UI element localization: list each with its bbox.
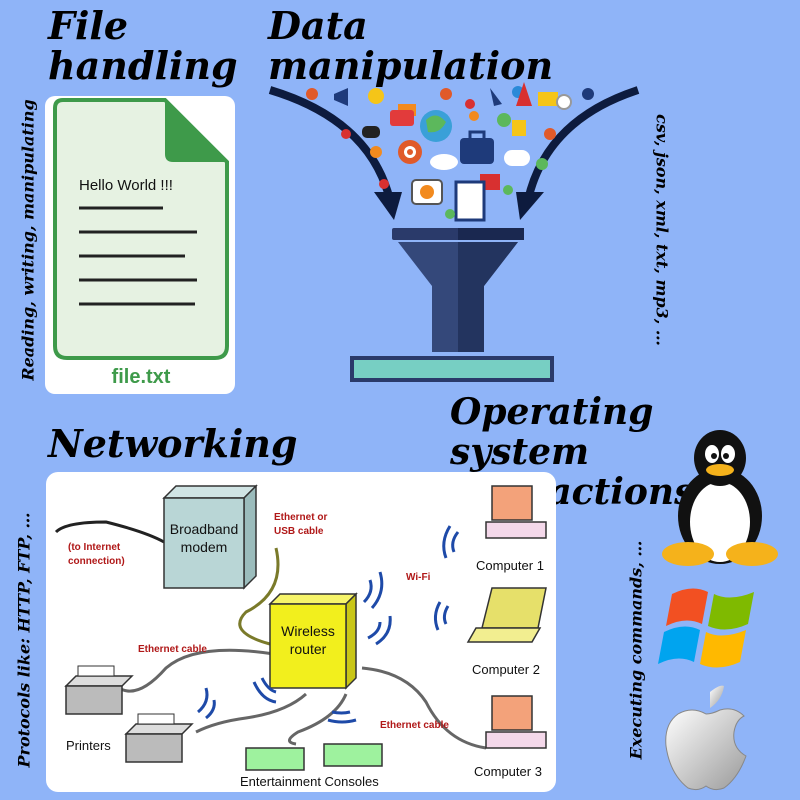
data-icons-cloud — [306, 82, 594, 222]
consoles-label: Entertainment Consoles — [240, 774, 379, 789]
windows-logo-icon — [658, 588, 754, 668]
arrow-left — [268, 86, 394, 201]
broadband-modem: Broadband modem — [162, 484, 258, 590]
side-label-commands: Executing commands, … — [626, 540, 646, 760]
internet-note-line: (to Internet — [68, 542, 121, 553]
title-line: handling — [48, 43, 238, 88]
internet-note-line: connection) — [68, 556, 125, 567]
router-label-line: router — [290, 641, 327, 657]
side-label-reading: Reading, writing, manipulating — [18, 99, 38, 381]
file-name: file.txt — [112, 366, 171, 388]
computer-2-label: Computer 2 — [472, 662, 540, 677]
network-cables — [54, 520, 487, 750]
computer-1-label: Computer 1 — [476, 558, 544, 573]
entertainment-consoles — [245, 743, 383, 771]
file-icon: Hello World !!! file.txt — [53, 98, 229, 388]
title-line: File — [48, 3, 129, 48]
printers — [64, 665, 194, 763]
title-line: Networking — [48, 421, 298, 466]
arrow-right — [524, 86, 640, 201]
apple-logo-icon — [665, 685, 747, 791]
funnel — [350, 228, 554, 382]
modem-label-line: modem — [181, 539, 228, 555]
file-text-lines — [79, 206, 197, 306]
modem-label-line: Broadband — [170, 521, 239, 537]
computer-2-laptop — [466, 587, 547, 643]
title-line: Operating system — [450, 391, 654, 473]
printers-label: Printers — [66, 738, 111, 753]
title-data-manipulation: Data manipulation — [268, 6, 553, 86]
network-diagram-panel: Broadband modem (to Internet connection)… — [46, 472, 556, 792]
data-funnel-illustration — [268, 82, 640, 382]
side-label-protocols: Protocols like: HTTP, FTP, … — [14, 512, 34, 768]
linux-tux-icon — [662, 430, 778, 566]
wireless-router: Wireless router — [268, 592, 358, 690]
wifi-label: Wi-Fi — [406, 572, 431, 583]
title-networking: Networking — [48, 424, 298, 464]
file-panel: Hello World !!! file.txt — [45, 96, 235, 394]
title-line: manipulation — [268, 43, 554, 88]
file-content-text: Hello World !!! — [79, 177, 173, 194]
ethernet-cable-label: Ethernet cable — [138, 644, 207, 655]
computer-3 — [485, 695, 547, 749]
title-file-handling: File handling — [48, 6, 238, 86]
wifi-waves — [197, 525, 460, 724]
ethernet-usb-label-line: USB cable — [274, 526, 324, 537]
title-line: Data — [268, 3, 368, 48]
ethernet-cable-label: Ethernet cable — [380, 720, 449, 731]
network-diagram: Broadband modem (to Internet connection)… — [54, 484, 547, 789]
router-label-line: Wireless — [281, 623, 335, 639]
ethernet-usb-label-line: Ethernet or — [274, 512, 327, 523]
computer-3-label: Computer 3 — [474, 764, 542, 779]
computer-1 — [485, 485, 547, 539]
